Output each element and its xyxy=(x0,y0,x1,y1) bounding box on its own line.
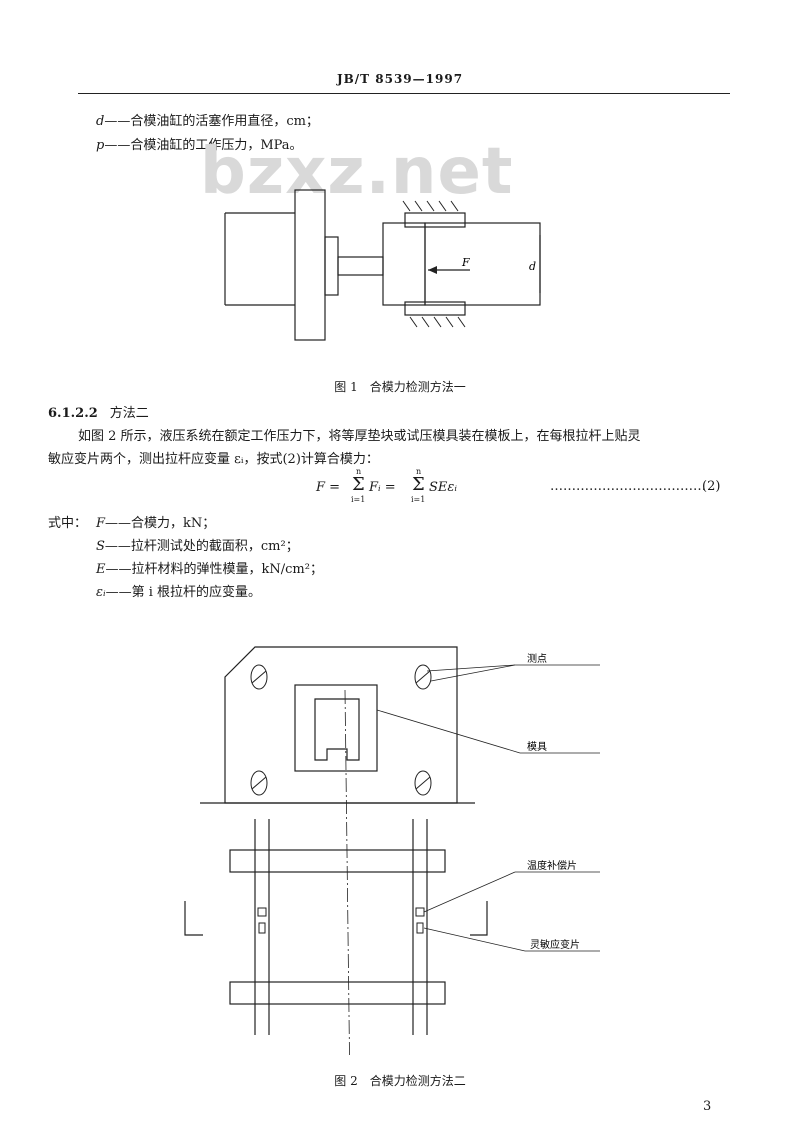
where-text: ——拉杆材料的弹性模量，kN/cm²； xyxy=(105,562,323,577)
label-d: d xyxy=(529,260,536,273)
where-text: ——拉杆测试处的截面积，cm²； xyxy=(104,539,299,554)
formula-number: (2) xyxy=(702,479,721,494)
def-symbol: p xyxy=(96,138,105,153)
label-temp-gauge: 温度补偿片 xyxy=(527,859,577,872)
figure1-caption: 图 1 合模力检测方法一 xyxy=(334,380,466,394)
where-lead: 式中： xyxy=(48,516,88,531)
where-E: E——拉杆材料的弹性模量，kN/cm²； xyxy=(96,558,323,577)
def-p: p——合模油缸的工作压力，MPa。 xyxy=(96,134,303,153)
section-heading: 6.1.2.2 方法二 xyxy=(48,402,149,421)
def-d: d——合模油缸的活塞作用直径，cm； xyxy=(96,110,319,129)
where-symbol: εᵢ xyxy=(96,585,106,600)
figure2-diagram: 测点 模具 温度补偿片 灵敏应变片 xyxy=(184,646,600,1055)
formula-2: F = n Σ i=1 Fᵢ = n Σ i=1 SEεᵢ xyxy=(316,467,496,506)
paragraph-line-2: 敏应变片两个，测出拉杆应变量 εᵢ，按式(2)计算合模力： xyxy=(48,452,379,467)
figure2-caption: 图 2 合模力检测方法二 xyxy=(334,1074,466,1088)
formula-sum1: Fᵢ = xyxy=(369,480,396,495)
label-F: F xyxy=(461,256,470,269)
where-symbol: F xyxy=(96,516,106,531)
where-F: F——合模力，kN； xyxy=(96,512,215,531)
page-header: JB/T 8539—1997 xyxy=(336,72,464,86)
def-symbol: d xyxy=(96,114,105,129)
sum-upper: n xyxy=(416,467,422,476)
section-title: 方法二 xyxy=(109,406,149,421)
label-mold: 模具 xyxy=(527,741,547,753)
watermark: bzxz.net xyxy=(200,135,514,209)
sum-upper: n xyxy=(356,467,362,476)
sigma-symbol: Σ xyxy=(412,474,425,495)
where-text: ——合模力，kN； xyxy=(105,516,216,531)
figure1-diagram: F d xyxy=(224,189,541,341)
where-text: ——第 i 根拉杆的应变量。 xyxy=(105,585,262,600)
sum-lower: i=1 xyxy=(351,495,366,504)
header-rule xyxy=(78,93,730,94)
section-number: 6.1.2.2 xyxy=(48,406,98,421)
where-symbol: E xyxy=(96,562,106,577)
label-strain-gauge: 灵敏应变片 xyxy=(530,938,580,951)
label-measure-points: 测点 xyxy=(527,652,547,665)
where-epsilon: εᵢ——第 i 根拉杆的应变量。 xyxy=(96,581,261,600)
formula-lhs: F = xyxy=(316,480,341,495)
def-text: ——合模油缸的活塞作用直径，cm； xyxy=(104,114,319,129)
formula-dots: ……………………………… xyxy=(550,479,706,494)
where-S: S——拉杆测试处的截面积，cm²； xyxy=(96,535,299,554)
page-number: 3 xyxy=(703,1099,712,1114)
sigma-symbol: Σ xyxy=(352,474,365,495)
paragraph-line-1: 如图 2 所示，液压系统在额定工作压力下，将等厚垫块或试压模具装在模板上，在每根… xyxy=(78,429,641,444)
formula-sum2: SEεᵢ xyxy=(429,480,457,495)
def-text: ——合模油缸的工作压力，MPa。 xyxy=(104,138,303,153)
sum-lower: i=1 xyxy=(411,495,426,504)
where-symbol: S xyxy=(96,539,105,554)
